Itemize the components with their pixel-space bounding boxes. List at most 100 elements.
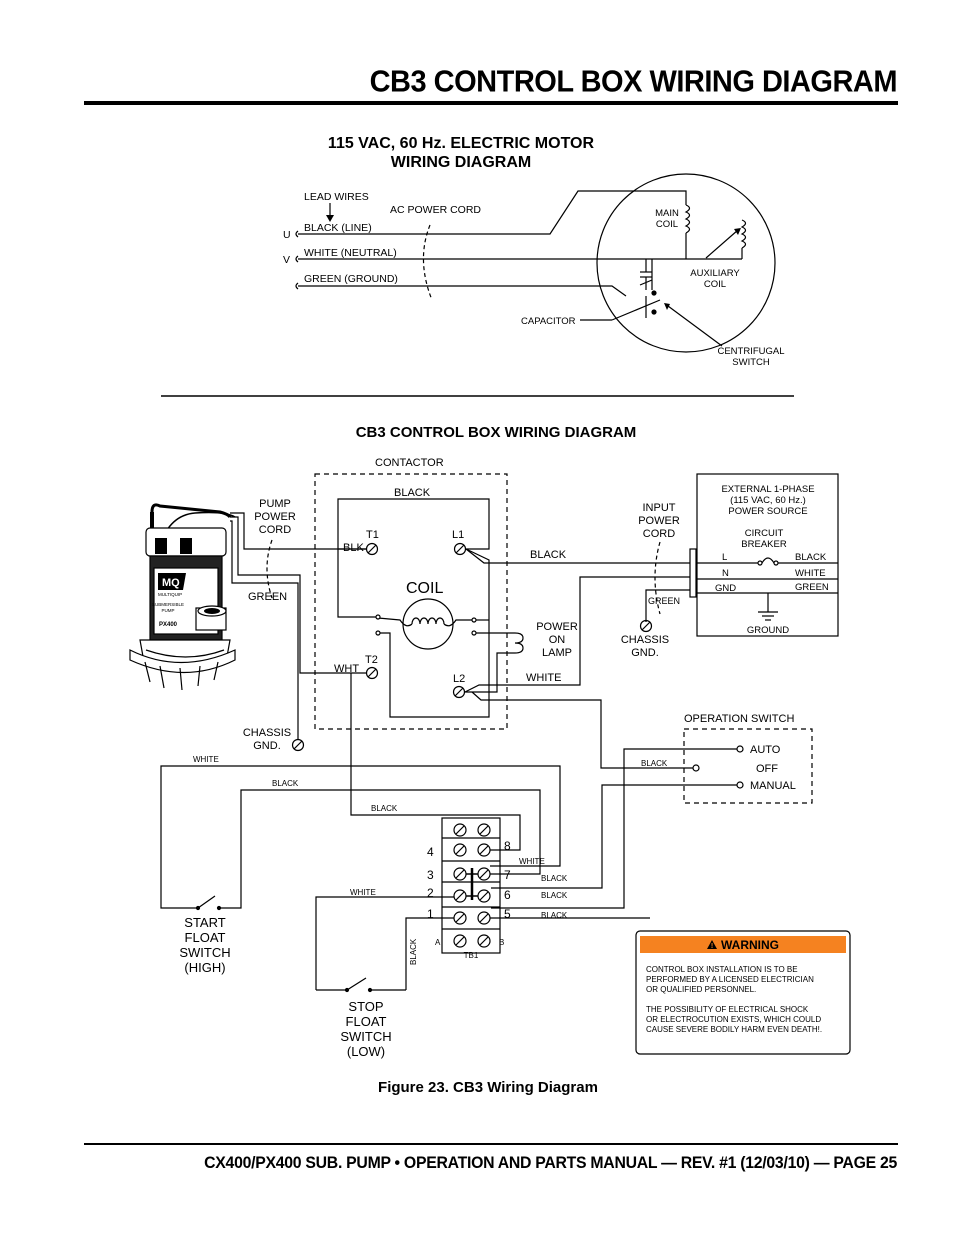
pump-illustration: MQ MULTIQUIP SUBMERSIBLE PUMP PX400 (129, 503, 236, 691)
centrifugal-label-1: CENTRIFUGAL (717, 346, 784, 357)
green-pump-label: GREEN (248, 591, 287, 603)
page-title: CB3 CONTROL BOX WIRING DIAGRAM (369, 65, 898, 99)
cb-label-2: BREAKER (741, 539, 787, 550)
warning-icon (707, 940, 717, 949)
black-line-label: BLACK (LINE) (304, 222, 372, 234)
ext-label-1: EXTERNAL 1-PHASE (721, 484, 814, 495)
aux-coil-label-2: COIL (704, 279, 726, 290)
svg-text:!: ! (711, 943, 713, 950)
pump-cord-label-1: PUMP (259, 498, 291, 510)
ext-black-label: BLACK (795, 552, 827, 563)
op-switch-label: OPERATION SWITCH (684, 713, 794, 725)
ext-n-label: N (722, 568, 729, 579)
manual-label: MANUAL (750, 780, 796, 792)
tb-n5: 5 (504, 907, 511, 921)
chassis-in-label-1: CHASSIS (621, 634, 669, 646)
power-lamp-symbol (514, 632, 524, 654)
warning-p2-l2: OR ELECTROCUTION EXISTS, WHICH COULD (646, 1015, 821, 1024)
power-on-label-2: ON (549, 634, 566, 646)
l2-label: L2 (453, 673, 465, 685)
cb3-title: CB3 CONTROL BOX WIRING DIAGRAM (356, 424, 637, 441)
pump-model: PX400 (159, 622, 178, 628)
input-cord-label-3: CORD (643, 528, 675, 540)
tb-n4: 4 (427, 845, 434, 859)
pump-sub-2: PUMP (161, 608, 174, 613)
main-coil-label-1: MAIN (655, 208, 679, 219)
blk-label: BLK (343, 542, 364, 554)
tb-n7: 7 (504, 868, 511, 882)
auto-contact (736, 745, 744, 753)
chassis-in-label-2: GND. (631, 647, 659, 659)
centrifugal-label-2: SWITCH (732, 357, 770, 368)
circuit-breaker-symbol (761, 557, 775, 564)
green-ground-label: GREEN (GROUND) (304, 273, 398, 285)
coil-label: COIL (406, 580, 443, 597)
tb-a: A (435, 938, 441, 947)
tb-n3: 3 (427, 868, 434, 882)
t1-label: T1 (366, 529, 379, 541)
stop-label-3: SWITCH (340, 1029, 391, 1044)
warning-p1-l3: OR QUALIFIED PERSONNEL. (646, 985, 756, 994)
input-cord-label-2: POWER (638, 515, 680, 527)
motor-title-2: WIRING DIAGRAM (391, 154, 531, 171)
ac-power-cord-label: AC POWER CORD (390, 204, 481, 216)
capacitor-label: CAPACITOR (521, 316, 576, 327)
black-start-label: BLACK (272, 779, 299, 788)
chassis-label-2: GND. (253, 740, 281, 752)
start-label-2: FLOAT (185, 930, 226, 945)
stop-label-2: FLOAT (346, 1014, 387, 1029)
l1-label: L1 (452, 529, 464, 541)
motor-u-label: U (283, 229, 291, 241)
tb-n1: 1 (427, 907, 434, 921)
ext-white-label: WHITE (795, 568, 826, 579)
green-input-label: GREEN (648, 596, 680, 606)
pump-cord-label-2: POWER (254, 511, 296, 523)
terminal-t2 (365, 666, 379, 680)
tb-n8: 8 (504, 839, 511, 853)
black-tb5-label: BLACK (541, 911, 568, 920)
tb-b: B (499, 938, 504, 947)
motor-diagram: 115 VAC, 60 Hz. ELECTRIC MOTOR WIRING DI… (283, 135, 785, 368)
pump-cord-label-3: CORD (259, 524, 291, 536)
ext-gnd-label: GND (715, 583, 736, 594)
title-rule (84, 101, 898, 105)
warning-box: ! WARNING CONTROL BOX INSTALLATION IS TO… (635, 930, 851, 1055)
ground-label: GROUND (747, 625, 789, 636)
terminal-l2 (452, 685, 466, 699)
warning-p2-l3: CAUSE SEVERE BODILY HARM EVEN DEATH!. (646, 1025, 822, 1034)
black-vert-label: BLACK (409, 938, 418, 965)
contactor-label: CONTACTOR (375, 457, 444, 469)
white-7-label: WHITE (519, 857, 545, 866)
chassis-label-1: CHASSIS (243, 727, 291, 739)
wht-label: WHT (334, 663, 359, 675)
aux-coil-label-1: AUXILIARY (690, 268, 740, 279)
start-label-1: START (184, 915, 225, 930)
white-l2-label: WHITE (526, 672, 561, 684)
off-label: OFF (756, 763, 778, 775)
main-coil-label-2: COIL (656, 219, 678, 230)
black-op-label: BLACK (641, 759, 668, 768)
pump-brand: MQ (162, 577, 180, 589)
stop-label-1: STOP (348, 999, 383, 1014)
ext-green-label: GREEN (795, 582, 829, 593)
black-l1-label: BLACK (530, 549, 567, 561)
motor-title-1: 115 VAC, 60 Hz. ELECTRIC MOTOR (328, 135, 595, 152)
power-on-label-3: LAMP (542, 647, 572, 659)
black-tb6-label: BLACK (541, 891, 568, 900)
input-cord-label-1: INPUT (643, 502, 676, 514)
black-8-label: BLACK (371, 804, 398, 813)
tb1-label: TB1 (464, 951, 479, 960)
manual-contact (736, 781, 744, 789)
black-top-label: BLACK (394, 487, 431, 499)
ext-label-2: (115 VAC, 60 Hz.) (730, 495, 806, 506)
terminal-l1 (453, 542, 467, 556)
tb-n6: 6 (504, 888, 511, 902)
cb3-diagram: CB3 CONTROL BOX WIRING DIAGRAM CONTACTOR… (129, 424, 839, 1059)
figure-caption: Figure 23. CB3 Wiring Diagram (378, 1079, 598, 1096)
start-label-3: SWITCH (179, 945, 230, 960)
t2-label: T2 (365, 654, 378, 666)
ext-label-3: POWER SOURCE (728, 506, 807, 517)
warning-p1-l2: PERFORMED BY A LICENSED ELECTRICIAN (646, 975, 814, 984)
tb-n2: 2 (427, 886, 434, 900)
